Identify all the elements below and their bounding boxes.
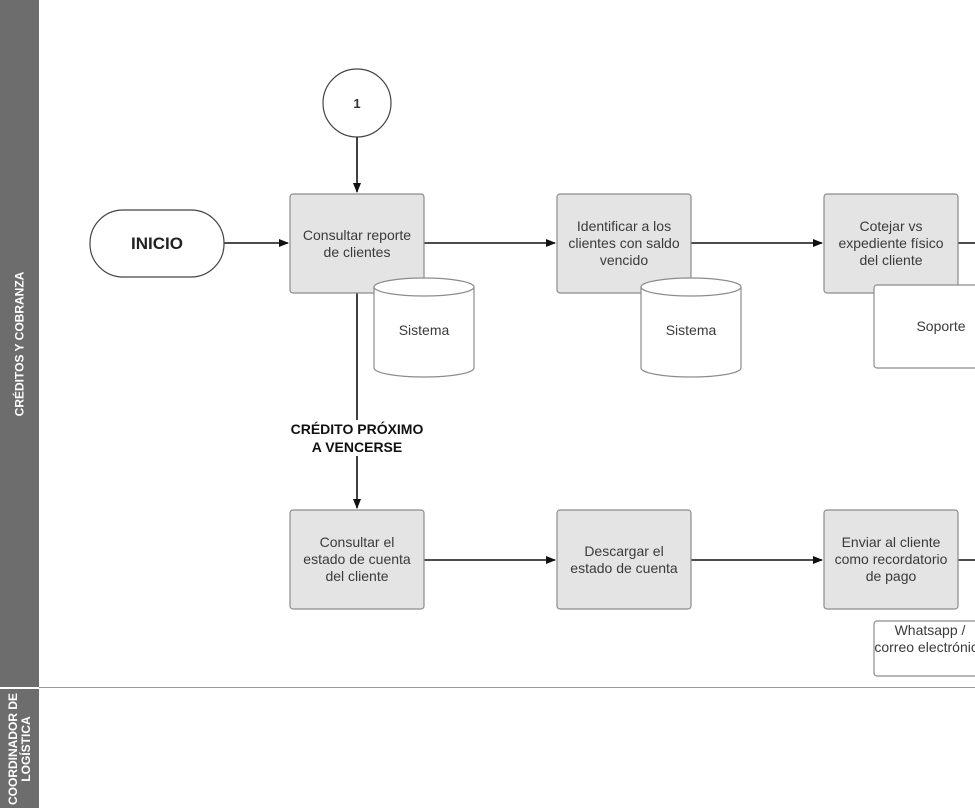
process-box-consultar-reporte <box>289 193 425 294</box>
document-box-whatsapp <box>873 620 975 677</box>
connector-circle <box>322 68 392 138</box>
lane-header-creditos: CRÉDITOS Y COBRANZA <box>0 0 39 687</box>
process-box-enviar <box>823 509 959 610</box>
edge-label-credito-line2: A VENCERSE <box>311 439 403 455</box>
database-label-sistema-1: Sistema <box>398 321 450 338</box>
document-label-whatsapp: Whatsapp / correo electrónico <box>874 622 975 655</box>
document-box-soporte <box>873 284 975 369</box>
start-terminator <box>89 209 225 278</box>
process-box-identificar <box>556 193 692 294</box>
document-label-soporte: Soporte <box>916 318 966 334</box>
process-box-consultar-estado <box>289 509 425 610</box>
edge-label-credito: CRÉDITO PRÓXIMO A VENCERSE <box>282 420 432 456</box>
lane-separator <box>39 687 975 688</box>
process-cotejar-expediente: Cotejar vs expediente físico del cliente <box>838 218 944 268</box>
process-enviar-recordatorio: Enviar al cliente como recordatorio de p… <box>834 534 948 584</box>
lane-header-logistica: COORDINADOR DE LOGÍSTICA <box>0 689 39 808</box>
process-box-descargar <box>556 509 692 610</box>
database-label-sistema-2: Sistema <box>665 321 717 338</box>
process-identificar-clientes: Identificar a los clientes con saldo ven… <box>568 218 680 268</box>
database-cylinder-2 <box>640 277 742 378</box>
process-consultar-reporte: Consultar reporte de clientes <box>302 226 412 260</box>
database-cylinder-1 <box>373 277 475 378</box>
start-label: INICIO <box>131 234 183 253</box>
process-descargar-estado: Descargar el estado de cuenta <box>570 542 678 576</box>
process-consultar-estado: Consultar el estado de cuenta del client… <box>303 534 411 584</box>
connector-label: 1 <box>353 95 361 111</box>
edge-label-credito-line1: CRÉDITO PRÓXIMO <box>290 421 424 437</box>
